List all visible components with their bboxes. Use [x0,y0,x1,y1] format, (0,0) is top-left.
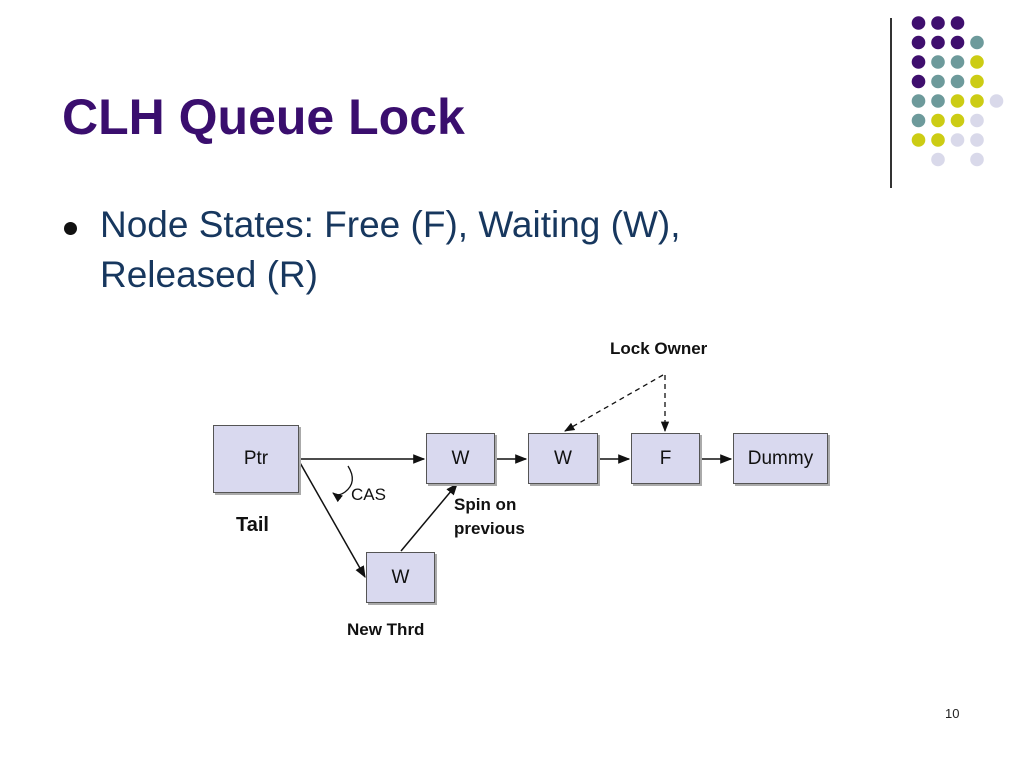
lock-owner-dashed-left [564,374,664,432]
decorative-dot [950,16,965,30]
decorative-dot [911,55,926,69]
slide-title: CLH Queue Lock [62,89,465,145]
decorative-dot [931,55,945,69]
decorative-dot [931,94,945,108]
decorative-dot [989,94,1004,108]
decorative-dot [970,152,984,167]
cas-curve-arrow [332,465,353,503]
node-new-w: W [366,552,435,603]
decorative-dot [970,55,984,69]
decorative-dot [911,35,926,50]
decorative-dot [970,94,984,108]
decorative-dot [950,113,965,128]
decorative-dot [911,94,926,108]
page-number: 10 [945,706,960,721]
decorative-dot [950,74,965,89]
decorative-dot [950,133,965,147]
decorative-dot [950,55,965,69]
decorative-dot [911,133,926,147]
decorative-divider-line [890,18,892,188]
decorative-dot-grid [911,16,1004,167]
decorative-dot [911,113,926,128]
decorative-dot [950,94,965,108]
node-w1: W [426,433,495,484]
bullet-marker [64,222,77,235]
decorative-dot [931,35,945,50]
tail-label: Tail [236,514,269,536]
decorative-dot [970,74,984,89]
decorative-dot [931,133,945,147]
arrow-new-node-to-w1 [400,483,458,552]
new-thread-label: New Thrd [347,620,425,639]
decorative-dot [931,16,945,30]
decorative-dot [911,74,926,89]
node-dummy: Dummy [733,433,828,484]
node-ptr: Ptr [213,425,299,493]
decorative-dot [931,74,945,89]
cas-label: CAS [351,485,386,504]
decorative-dot [950,35,965,50]
decorative-dot [970,35,984,50]
decorative-dot [970,133,984,147]
node-f: F [631,433,700,484]
spin-label-line2: previous [454,519,525,538]
decorative-dot [931,113,945,128]
spin-label-line1: Spin on [454,495,517,514]
decorative-dot [970,113,984,128]
arrow-ptr-to-new-node [298,460,366,579]
node-w2: W [528,433,598,484]
decorative-dot [911,16,926,30]
lock-owner-label: Lock Owner [610,339,708,358]
bullet-item: Node States: Free (F), Waiting (W), Rele… [100,204,681,295]
decorative-dot [931,152,945,167]
